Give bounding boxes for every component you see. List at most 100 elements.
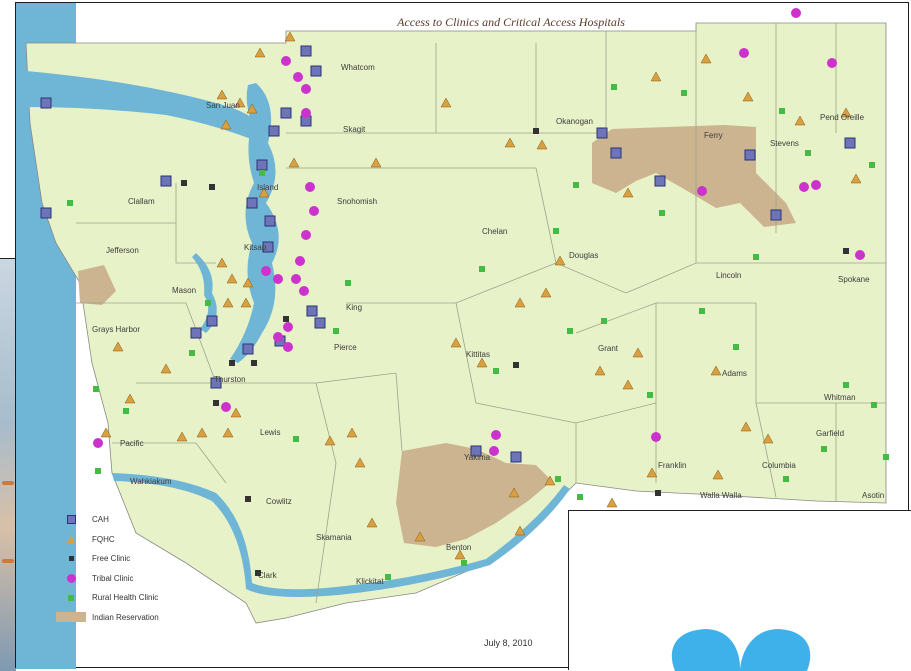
county-label: Pierce (334, 343, 357, 352)
tribal-clinic-marker (301, 84, 311, 94)
cah-marker (190, 327, 202, 339)
county-label: Benton (446, 543, 472, 552)
free-clinic-marker (533, 128, 539, 134)
county-label: Douglas (569, 251, 599, 260)
fqhc-marker (370, 157, 382, 168)
rural-clinic-marker (821, 446, 827, 452)
rural-clinic-marker (461, 560, 467, 566)
photo-swirl (2, 481, 14, 485)
rural-clinic-marker (479, 266, 485, 272)
tribal-clinic-marker (221, 402, 231, 412)
rural-clinic-marker (573, 182, 579, 188)
rural-clinic-marker (699, 308, 705, 314)
county-label: Adams (722, 369, 747, 378)
county-label: Chelan (482, 227, 508, 236)
rural-clinic-marker (647, 392, 653, 398)
tribal-clinic-marker (291, 274, 301, 284)
tribal-clinic-marker (305, 182, 315, 192)
tribal-clinic-marker (791, 8, 801, 18)
rural-clinic-marker (611, 84, 617, 90)
county-label: Clallam (128, 197, 155, 206)
cah-marker (264, 215, 276, 227)
rural-clinic-marker (869, 162, 875, 168)
rural-clinic-marker (577, 494, 583, 500)
cah-marker (314, 317, 326, 329)
cah-marker (610, 147, 622, 159)
cah-marker (770, 209, 782, 221)
photo-swirl (2, 559, 14, 563)
fqhc-marker (440, 97, 452, 108)
fqhc-marker (622, 379, 634, 390)
cah-marker (256, 159, 268, 171)
fqhc-marker (222, 427, 234, 438)
fqhc-marker (508, 487, 520, 498)
fqhc-marker (222, 297, 234, 308)
yakama-reservation (396, 443, 552, 547)
washington-map (16, 3, 889, 669)
county-label: Clark (258, 571, 277, 580)
county-label: Skamania (316, 533, 352, 542)
tribal-clinic-marker (799, 182, 809, 192)
fqhc-marker (632, 347, 644, 358)
overlay-card (568, 510, 911, 671)
rural-clinic-marker (779, 108, 785, 114)
fqhc-marker (454, 549, 466, 560)
county-label: Kittitas (466, 350, 491, 359)
fqhc-marker (712, 469, 724, 480)
fqhc-marker (160, 363, 172, 374)
facility-markers (40, 8, 889, 580)
fqhc-marker (324, 435, 336, 446)
cah-marker (280, 107, 292, 119)
fqhc-marker (536, 139, 548, 150)
rural-clinic-square-icon (68, 594, 74, 601)
rural-clinic-marker (871, 402, 877, 408)
cah-marker (510, 451, 522, 463)
county-label: Yakima (464, 453, 491, 462)
county-label: Grays Harbor (92, 325, 141, 334)
legend-item-cah: CAH (56, 510, 159, 530)
county-label: Spokane (838, 275, 870, 284)
rural-clinic-marker (733, 344, 739, 350)
rural-clinic-marker (567, 328, 573, 334)
rural-clinic-marker (681, 90, 687, 96)
tribal-clinic-marker (261, 266, 271, 276)
fqhc-marker (710, 365, 722, 376)
fqhc-marker (544, 475, 556, 486)
county-label: Kitsap (244, 243, 267, 252)
county-label: Lincoln (716, 271, 742, 280)
rural-clinic-marker (205, 300, 211, 306)
county-label: Island (257, 183, 279, 192)
fqhc-marker (742, 91, 754, 102)
fqhc-marker (646, 467, 658, 478)
rural-clinic-marker (843, 382, 849, 388)
reservation-swatch-icon (56, 612, 86, 623)
rural-clinic-marker (95, 468, 101, 474)
fqhc-marker (216, 257, 228, 268)
county-label: Thurston (214, 375, 246, 384)
fqhc-marker (226, 273, 238, 284)
free-clinic-marker (283, 316, 289, 322)
tribal-clinic-marker (301, 230, 311, 240)
background-photo-strip (0, 258, 16, 671)
cah-square-icon (66, 515, 76, 525)
rural-clinic-marker (385, 574, 391, 580)
fqhc-marker (504, 137, 516, 148)
tribal-clinic-marker (283, 322, 293, 332)
fqhc-marker (196, 427, 208, 438)
tribal-clinic-marker (651, 432, 661, 442)
county-label: Snohomish (337, 197, 378, 206)
tribal-clinic-circle-icon (66, 573, 76, 583)
tribal-clinic-marker (273, 274, 283, 284)
fqhc-marker (740, 421, 752, 432)
cah-marker (310, 65, 322, 77)
cah-marker (242, 343, 254, 355)
tribal-clinic-marker (489, 446, 499, 456)
free-clinic-marker (251, 360, 257, 366)
fqhc-marker (254, 47, 266, 58)
cah-marker (40, 207, 52, 219)
county-label: Grant (598, 344, 619, 353)
cah-marker (40, 97, 52, 109)
county-label: Whitman (824, 393, 856, 402)
tribal-clinic-marker (293, 72, 303, 82)
county-label: Klickitat (356, 577, 384, 586)
